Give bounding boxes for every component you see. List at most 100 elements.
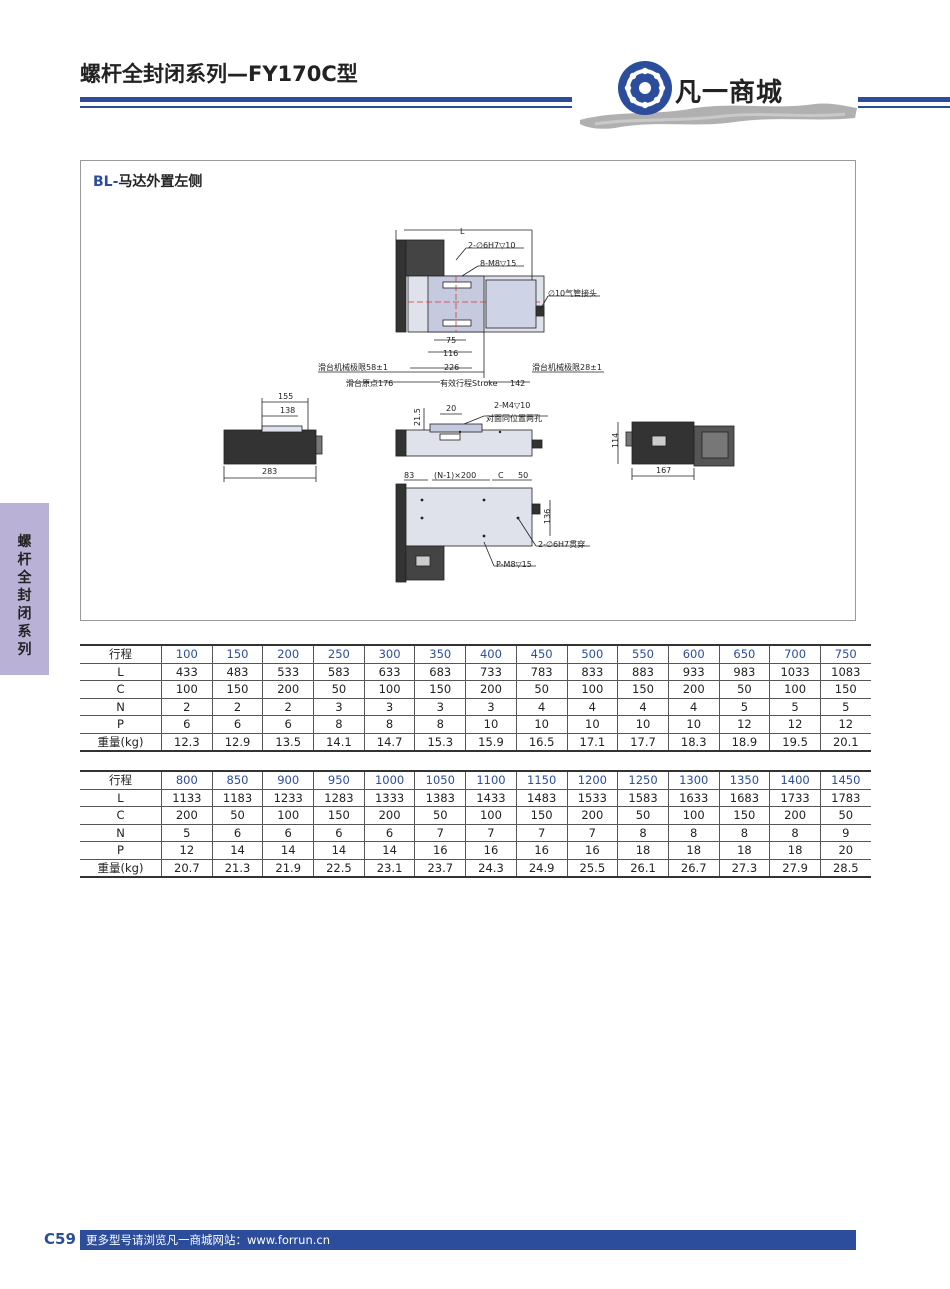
label-origin: 滑台原点176 — [346, 378, 393, 388]
row-label: C — [80, 680, 162, 699]
table-cell: 23.7 — [414, 858, 467, 878]
drawing-title: BL-马达外置左侧 — [93, 171, 202, 191]
table-cell: 14.1 — [313, 732, 365, 752]
table-cell: 24.9 — [515, 858, 568, 878]
label-83: 83 — [404, 471, 414, 480]
table-cell: 5 — [161, 823, 213, 842]
label-m4: 2-M4▽10 — [494, 401, 530, 410]
table-cell: 20.1 — [819, 732, 871, 752]
table-cell: 100 — [161, 680, 213, 699]
table-cell: 100 — [161, 644, 213, 664]
table-cell: 50 — [211, 806, 264, 825]
label-136: 136 — [543, 509, 552, 524]
table-cell: 4 — [617, 697, 669, 716]
brand-logo: 凡一商城 — [575, 58, 860, 136]
table-cell: 16 — [465, 841, 517, 860]
row-label: 行程 — [80, 770, 162, 790]
table-cell: 15.3 — [414, 732, 467, 752]
label-20: 20 — [446, 404, 456, 413]
table-cell: 200 — [769, 806, 821, 825]
row-label: 重量(kg) — [80, 732, 162, 752]
table-cell: 1033 — [769, 662, 821, 681]
header-rule-thick — [80, 97, 572, 102]
row-label: L — [80, 788, 162, 807]
table-cell: 8 — [363, 715, 416, 734]
table-cell: 200 — [161, 806, 213, 825]
table-cell: 8 — [617, 823, 669, 842]
table-cell: 5 — [718, 697, 771, 716]
table-cell: 6 — [161, 715, 213, 734]
table-cell: 1383 — [414, 788, 467, 807]
table-cell: 600 — [667, 644, 720, 664]
table-cell: 2 — [161, 697, 213, 716]
label-through: 2-∅6H7贯穿 — [538, 539, 585, 549]
table-cell: 3 — [313, 697, 365, 716]
table-cell: 6 — [363, 823, 416, 842]
table-cell: 24.3 — [465, 858, 517, 878]
table-cell: 200 — [566, 806, 619, 825]
table-cell: 783 — [515, 662, 568, 681]
label-21-5: 21.5 — [413, 408, 422, 426]
table-cell: 25.5 — [566, 858, 619, 878]
table-cell: 533 — [262, 662, 315, 681]
table-cell: 50 — [617, 806, 669, 825]
table-cell: 8 — [769, 823, 821, 842]
footer-text: 更多型号请浏览凡一商城网站：www.forrun.cn — [86, 1233, 330, 1247]
table-cell: 18 — [617, 841, 669, 860]
table-cell: 583 — [313, 662, 365, 681]
table-cell: 483 — [211, 662, 264, 681]
table-cell: 23.1 — [363, 858, 416, 878]
label-opposite: 对面同位置两孔 — [486, 413, 542, 423]
table-cell: 14.7 — [363, 732, 416, 752]
table-cell: 800 — [161, 770, 213, 790]
table-cell: 50 — [718, 680, 771, 699]
table-cell: 300 — [363, 644, 416, 664]
table-cell: 550 — [617, 644, 669, 664]
table-cell: 12 — [718, 715, 771, 734]
label-50: 50 — [518, 471, 528, 480]
row-label: N — [80, 823, 162, 842]
table-cell: 20.7 — [161, 858, 213, 878]
table-cell: 21.9 — [262, 858, 315, 878]
label-air: ∅10气管接头 — [548, 288, 597, 298]
table-cell: 50 — [414, 806, 467, 825]
table-cell: 15.9 — [465, 732, 517, 752]
table-cell: 1433 — [465, 788, 517, 807]
table-cell: 1583 — [617, 788, 669, 807]
table-cell: 100 — [769, 680, 821, 699]
table-cell: 18.9 — [718, 732, 771, 752]
table-cell: 250 — [313, 644, 365, 664]
label-C: C — [498, 471, 504, 480]
table-cell: 10 — [465, 715, 517, 734]
table-cell: 8 — [667, 823, 720, 842]
label-114: 114 — [611, 433, 620, 448]
table-cell: 2 — [211, 697, 264, 716]
table-cell: 1783 — [819, 788, 871, 807]
table-cell: 2 — [262, 697, 315, 716]
table-cell: 18 — [667, 841, 720, 860]
table-cell: 13.5 — [262, 732, 315, 752]
table-cell: 1133 — [161, 788, 213, 807]
table-cell: 100 — [465, 806, 517, 825]
table-cell: 100 — [262, 806, 315, 825]
table-cell: 150 — [211, 680, 264, 699]
table-cell: 17.7 — [617, 732, 669, 752]
table-cell: 4 — [566, 697, 619, 716]
table-cell: 10 — [617, 715, 669, 734]
row-label: L — [80, 662, 162, 681]
table-cell: 7 — [465, 823, 517, 842]
label-138: 138 — [280, 406, 295, 415]
table-cell: 14 — [262, 841, 315, 860]
table-cell: 1333 — [363, 788, 416, 807]
table-cell: 17.1 — [566, 732, 619, 752]
table-cell: 3 — [363, 697, 416, 716]
table-cell: 1400 — [769, 770, 821, 790]
